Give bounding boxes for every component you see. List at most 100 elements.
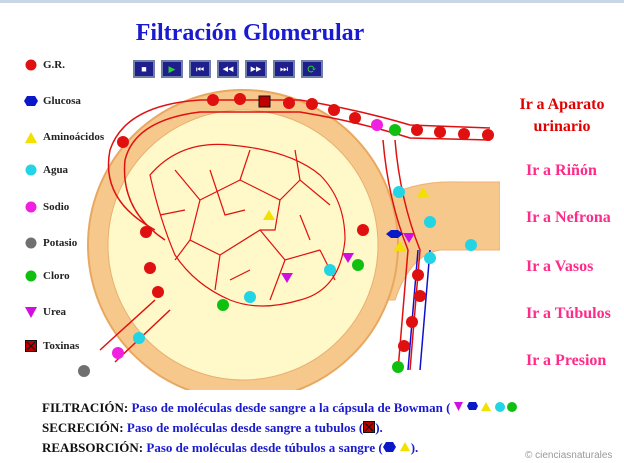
particle-urea bbox=[342, 253, 354, 263]
particle-gr bbox=[140, 226, 152, 238]
particle-agua bbox=[393, 186, 405, 198]
particle-gr bbox=[458, 128, 470, 140]
glomerulus-diagram bbox=[78, 89, 500, 390]
water-icon bbox=[24, 163, 38, 177]
urea-icon bbox=[24, 305, 38, 319]
legend-label: Urea bbox=[43, 306, 67, 318]
glucose-icon bbox=[24, 94, 38, 108]
reabsorption-symbols bbox=[382, 442, 410, 452]
particle-gr bbox=[328, 104, 340, 116]
particle-agua bbox=[324, 264, 336, 276]
particle-urea bbox=[403, 233, 415, 243]
definition-key: FILTRACIÓN: bbox=[42, 400, 129, 415]
filtration-symbols bbox=[453, 402, 517, 412]
legend-label: Cloro bbox=[43, 270, 70, 282]
animation-controls: ■ ▶ ⏮ ◀◀ ▶▶ ⏭ ⟳ bbox=[133, 60, 323, 78]
legend-item-agua: Agua bbox=[24, 163, 68, 177]
first-icon: ⏮ bbox=[195, 63, 205, 74]
potassium-icon bbox=[24, 236, 38, 250]
legend-label: Glucosa bbox=[43, 95, 81, 107]
particle-gr bbox=[306, 98, 318, 110]
particle-gr bbox=[412, 269, 424, 281]
legend-label: Aminoácidos bbox=[43, 131, 105, 143]
page-title: Filtración Glomerular bbox=[135, 20, 365, 46]
stop-button[interactable]: ■ bbox=[133, 60, 155, 78]
legend-item-urea: Urea bbox=[24, 305, 66, 319]
particle-gr bbox=[406, 316, 418, 328]
particle-toxina bbox=[258, 95, 271, 108]
particle-sodio bbox=[112, 347, 124, 359]
legend-item-sodio: Sodio bbox=[24, 200, 69, 214]
particles bbox=[78, 93, 494, 377]
particle-cloro bbox=[352, 259, 364, 271]
amino-acid-icon bbox=[24, 130, 38, 144]
play-icon: ▶ bbox=[168, 63, 176, 74]
last-icon: ⏭ bbox=[279, 63, 289, 74]
definition-reabsorcion: REABSORCIÓN: Paso de moléculas desde túb… bbox=[42, 440, 418, 456]
last-button[interactable]: ⏭ bbox=[273, 60, 295, 78]
loop-icon: ⟳ bbox=[306, 61, 318, 76]
particle-cloro bbox=[389, 124, 401, 136]
particle-agua bbox=[133, 332, 145, 344]
link-aparato-urinario[interactable]: Ir a Aparato urinario bbox=[519, 96, 605, 135]
top-divider bbox=[0, 0, 624, 3]
particle-agua bbox=[424, 252, 436, 264]
afferent-arteriole bbox=[107, 99, 491, 241]
particle-gr bbox=[357, 224, 369, 236]
copyright: © cienciasnaturales bbox=[525, 450, 613, 461]
toxin-icon bbox=[24, 339, 38, 353]
definition-end: ). bbox=[410, 440, 419, 455]
glomerulus-lumen bbox=[107, 109, 379, 381]
first-button[interactable]: ⏮ bbox=[189, 60, 211, 78]
particle-cloro bbox=[217, 299, 229, 311]
play-button[interactable]: ▶ bbox=[161, 60, 183, 78]
legend-label: Agua bbox=[43, 164, 69, 176]
particle-sodio bbox=[371, 119, 383, 131]
peritubular-capillary bbox=[382, 139, 421, 371]
legend-item-cloro: Cloro bbox=[24, 269, 70, 283]
legend-label: Sodio bbox=[43, 201, 70, 213]
link-nefrona[interactable]: Ir a Nefrona bbox=[526, 209, 611, 226]
definition-filtracion: FILTRACIÓN: Paso de moléculas desde sang… bbox=[42, 400, 520, 416]
particle-gr bbox=[117, 136, 129, 148]
particle-gr bbox=[234, 93, 246, 105]
definition-key: SECRECIÓN: bbox=[42, 420, 124, 435]
link-vasos[interactable]: Ir a Vasos bbox=[526, 258, 594, 275]
particle-gr bbox=[144, 262, 156, 274]
particle-gr bbox=[349, 112, 361, 124]
definition-end: ). bbox=[375, 420, 383, 435]
particle-gr bbox=[152, 286, 164, 298]
legend-label: Potasio bbox=[43, 237, 78, 249]
link-rinon[interactable]: Ir a Riñón bbox=[526, 162, 597, 179]
particle-aminoacido bbox=[417, 187, 429, 197]
particle-potasio bbox=[78, 365, 90, 377]
legend-label: Toxinas bbox=[43, 340, 80, 352]
legend-item-potasio: Potasio bbox=[24, 236, 77, 250]
sodium-icon bbox=[24, 200, 38, 214]
forward-icon: ▶▶ bbox=[250, 65, 262, 73]
particle-gr bbox=[398, 340, 410, 352]
particle-aminoacido bbox=[263, 210, 275, 220]
particle-gr bbox=[482, 129, 494, 141]
legend-item-glucosa: Glucosa bbox=[24, 94, 81, 108]
stop-icon: ■ bbox=[141, 64, 147, 74]
chlorine-icon bbox=[24, 269, 38, 283]
definition-secrecion: SECRECIÓN: Paso de moléculas desde sangr… bbox=[42, 420, 383, 436]
particle-gr bbox=[434, 126, 446, 138]
particle-gr bbox=[207, 94, 219, 106]
forward-button[interactable]: ▶▶ bbox=[245, 60, 267, 78]
particle-cloro bbox=[392, 361, 404, 373]
particle-aminoacido bbox=[394, 241, 406, 251]
link-presion[interactable]: Ir a Presion bbox=[526, 352, 607, 369]
definition-key: REABSORCIÓN: bbox=[42, 440, 144, 455]
rewind-button[interactable]: ◀◀ bbox=[217, 60, 239, 78]
definition-text: Paso de moléculas desde túbulos a sangre… bbox=[146, 440, 383, 455]
loop-button[interactable]: ⟳ bbox=[301, 60, 323, 78]
link-tubulos[interactable]: Ir a Túbulos bbox=[526, 305, 611, 322]
legend-item-gr: G.R. bbox=[24, 58, 65, 72]
particle-glucosa bbox=[386, 230, 403, 238]
legend-label: G.R. bbox=[43, 59, 65, 71]
rewind-icon: ◀◀ bbox=[222, 65, 234, 73]
particle-agua bbox=[244, 291, 256, 303]
red-cell-icon bbox=[24, 58, 38, 72]
